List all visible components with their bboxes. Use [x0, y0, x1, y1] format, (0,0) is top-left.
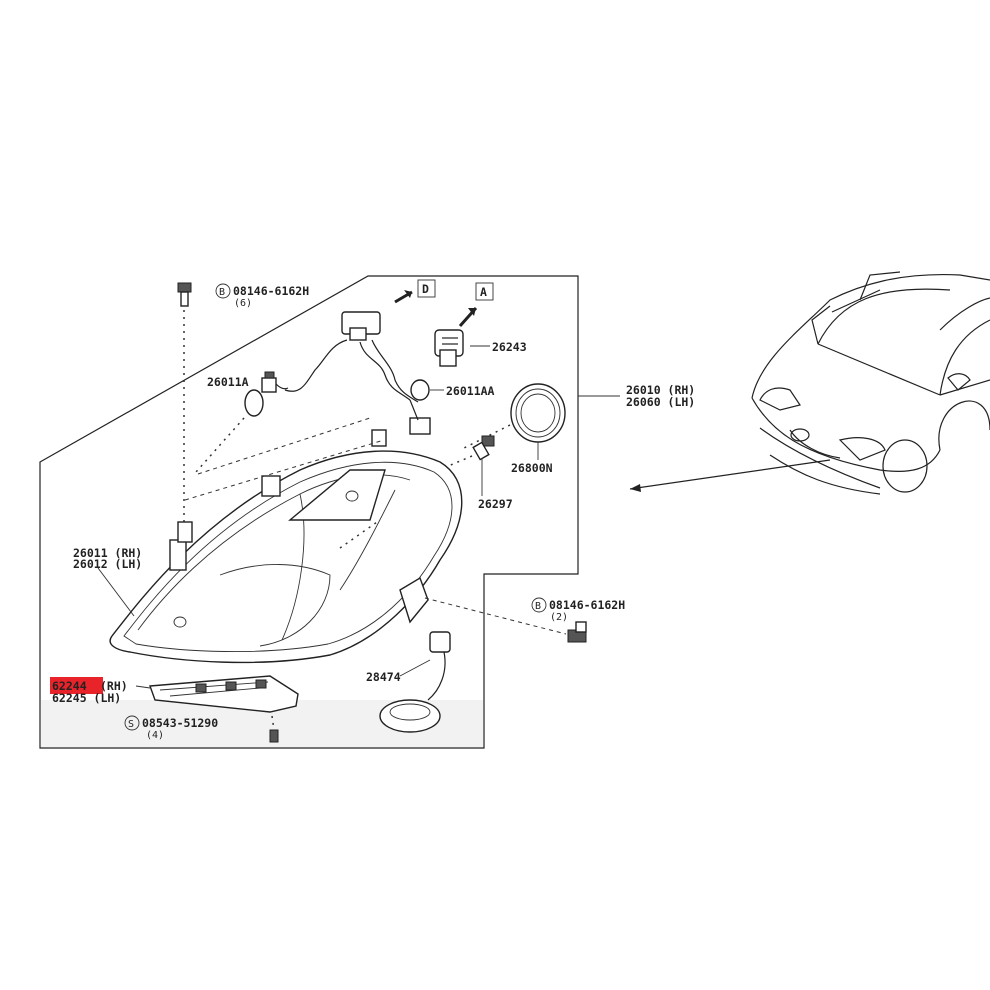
label-assembly-rh: 26010 (RH) — [626, 383, 695, 397]
screw-qty: (4) — [146, 730, 164, 741]
label-assembly-lh: 26060 (LH) — [626, 395, 695, 409]
headlamp-body — [109, 417, 463, 664]
bolt-right — [424, 597, 587, 643]
screw-symbol: S — [128, 719, 134, 730]
bolt-top-symbol: B — [219, 287, 225, 298]
view-d-box — [417, 279, 436, 298]
bolt-top-code: 08146-6162H — [233, 284, 309, 298]
label-26297: 26297 — [478, 497, 513, 511]
bolt-right-symbol: B — [535, 601, 541, 612]
label-housing-rh: 26011 (RH) — [73, 546, 142, 560]
bolt-right-qty: (2) — [550, 612, 568, 623]
label-26800n: 26800N — [511, 461, 553, 475]
label-26243: 26243 — [492, 340, 527, 354]
label-bracket-rh-code: 62244 — [52, 679, 87, 693]
bulb-26011aa — [410, 379, 430, 401]
sensor-28474 — [379, 631, 451, 733]
bolt-top-qty: (6) — [234, 298, 252, 309]
bolt-right-code: 08146-6162H — [549, 598, 625, 612]
bulb-26011a — [195, 371, 289, 473]
bolt-right-symbol-circle — [531, 597, 547, 613]
label-28474: 28474 — [366, 670, 401, 684]
screw-symbol-circle — [124, 715, 140, 731]
socket-26243 — [434, 307, 478, 367]
car-illustration — [629, 271, 990, 495]
assembly-frame — [39, 275, 579, 749]
leader-lines — [97, 345, 620, 689]
view-a-label: A — [480, 285, 487, 299]
label-26011aa: 26011AA — [446, 384, 495, 398]
bolt-top-symbol-circle — [215, 283, 231, 299]
label-bracket-rh-side: (RH) — [100, 679, 128, 693]
label-bracket-lh: 62245 (LH) — [52, 691, 121, 705]
highlight-62244 — [50, 677, 103, 694]
label-26011a: 26011A — [207, 375, 249, 389]
view-a-box — [475, 282, 494, 301]
bolt-top — [177, 282, 192, 525]
wiring-harness — [284, 290, 431, 435]
bracket-62244 — [149, 675, 299, 743]
label-housing-lh: 26012 (LH) — [73, 557, 142, 571]
screw-code: 08543-51290 — [142, 716, 218, 730]
view-d-label: D — [422, 282, 429, 296]
